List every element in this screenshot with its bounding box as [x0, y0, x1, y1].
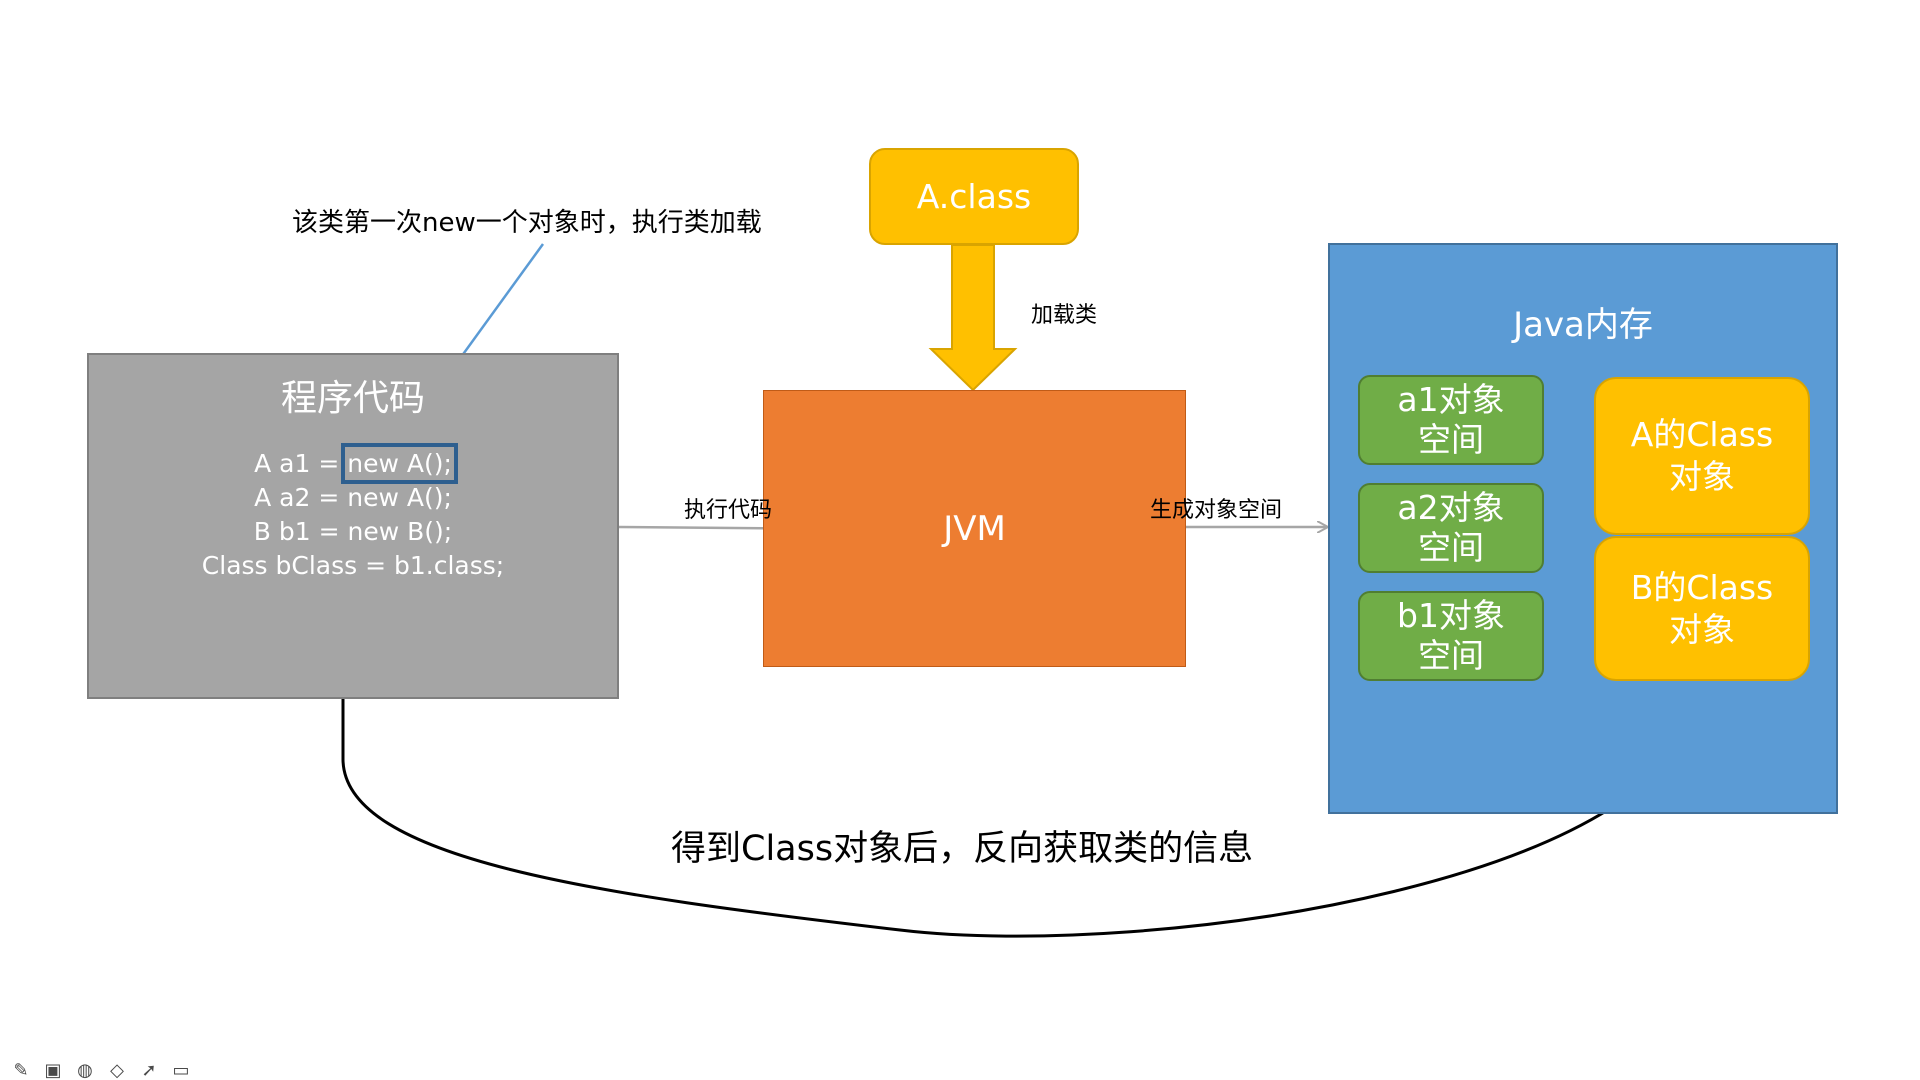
a1-object-space: a1对象空间 — [1358, 375, 1544, 465]
class-load-annotation: 该类第一次new一个对象时，执行类加载 — [292, 208, 762, 238]
b-class-object-line1: B的Class — [1630, 567, 1774, 607]
screen-icon[interactable]: ▭ — [172, 1060, 190, 1080]
b1-object-line1: b1对象 — [1397, 596, 1505, 635]
a2-object-space: a2对象空间 — [1358, 483, 1544, 573]
code-line-a1-prefix: A a1 = — [254, 449, 348, 478]
code-line-b1: B b1 = new B(); — [253, 517, 453, 546]
java-memory-title: Java内存 — [1513, 305, 1653, 345]
b1-object-line2: 空间 — [1417, 636, 1484, 675]
window-icon[interactable]: ▣ — [44, 1060, 62, 1080]
program-code-box: 程序代码 A a1 = new A(); A a2 = new A(); B b… — [87, 353, 619, 699]
a-class-file-box: A.class — [869, 148, 1079, 245]
a-class-object-line1: A的Class — [1630, 415, 1774, 454]
a1-object-line1: a1对象 — [1397, 380, 1505, 419]
reverse-reflection-label: 得到Class对象后，反向获取类的信息 — [671, 829, 1254, 869]
a2-object-line1: a2对象 — [1397, 488, 1505, 527]
highlighted-new-a: new A(); — [341, 443, 458, 484]
generate-object-space-label: 生成对象空间 — [1150, 498, 1283, 523]
a1-object-line2: 空间 — [1418, 420, 1484, 459]
jvm-box: JVM — [763, 390, 1186, 667]
a2-object-line2: 空间 — [1418, 528, 1484, 567]
execute-code-label: 执行代码 — [684, 498, 773, 523]
code-line-a1: A a1 = new A(); — [89, 443, 617, 484]
pointer-icon[interactable]: ➚ — [141, 1060, 157, 1080]
load-arrow — [928, 244, 1018, 392]
palette-icon[interactable]: ◍ — [77, 1060, 93, 1080]
a-class-object-line2: 对象 — [1669, 457, 1735, 496]
b1-object-space: b1对象空间 — [1358, 591, 1544, 681]
presenter-toolbar: ✎ ▣ ◍ ◇ ➚ ▭ — [10, 1060, 192, 1080]
load-class-label: 加载类 — [1031, 303, 1098, 328]
pencil-icon[interactable]: ✎ — [13, 1060, 29, 1080]
code-line-bclass: Class bClass = b1.class; — [201, 551, 505, 580]
program-code-title: 程序代码 — [280, 378, 425, 419]
code-line-a2: A a2 = new A(); — [254, 483, 452, 512]
code-lines: A a1 = new A(); A a2 = new A(); B b1 = n… — [89, 443, 617, 583]
eraser-icon[interactable]: ◇ — [110, 1060, 124, 1080]
b-class-object-line2: 对象 — [1669, 609, 1735, 649]
